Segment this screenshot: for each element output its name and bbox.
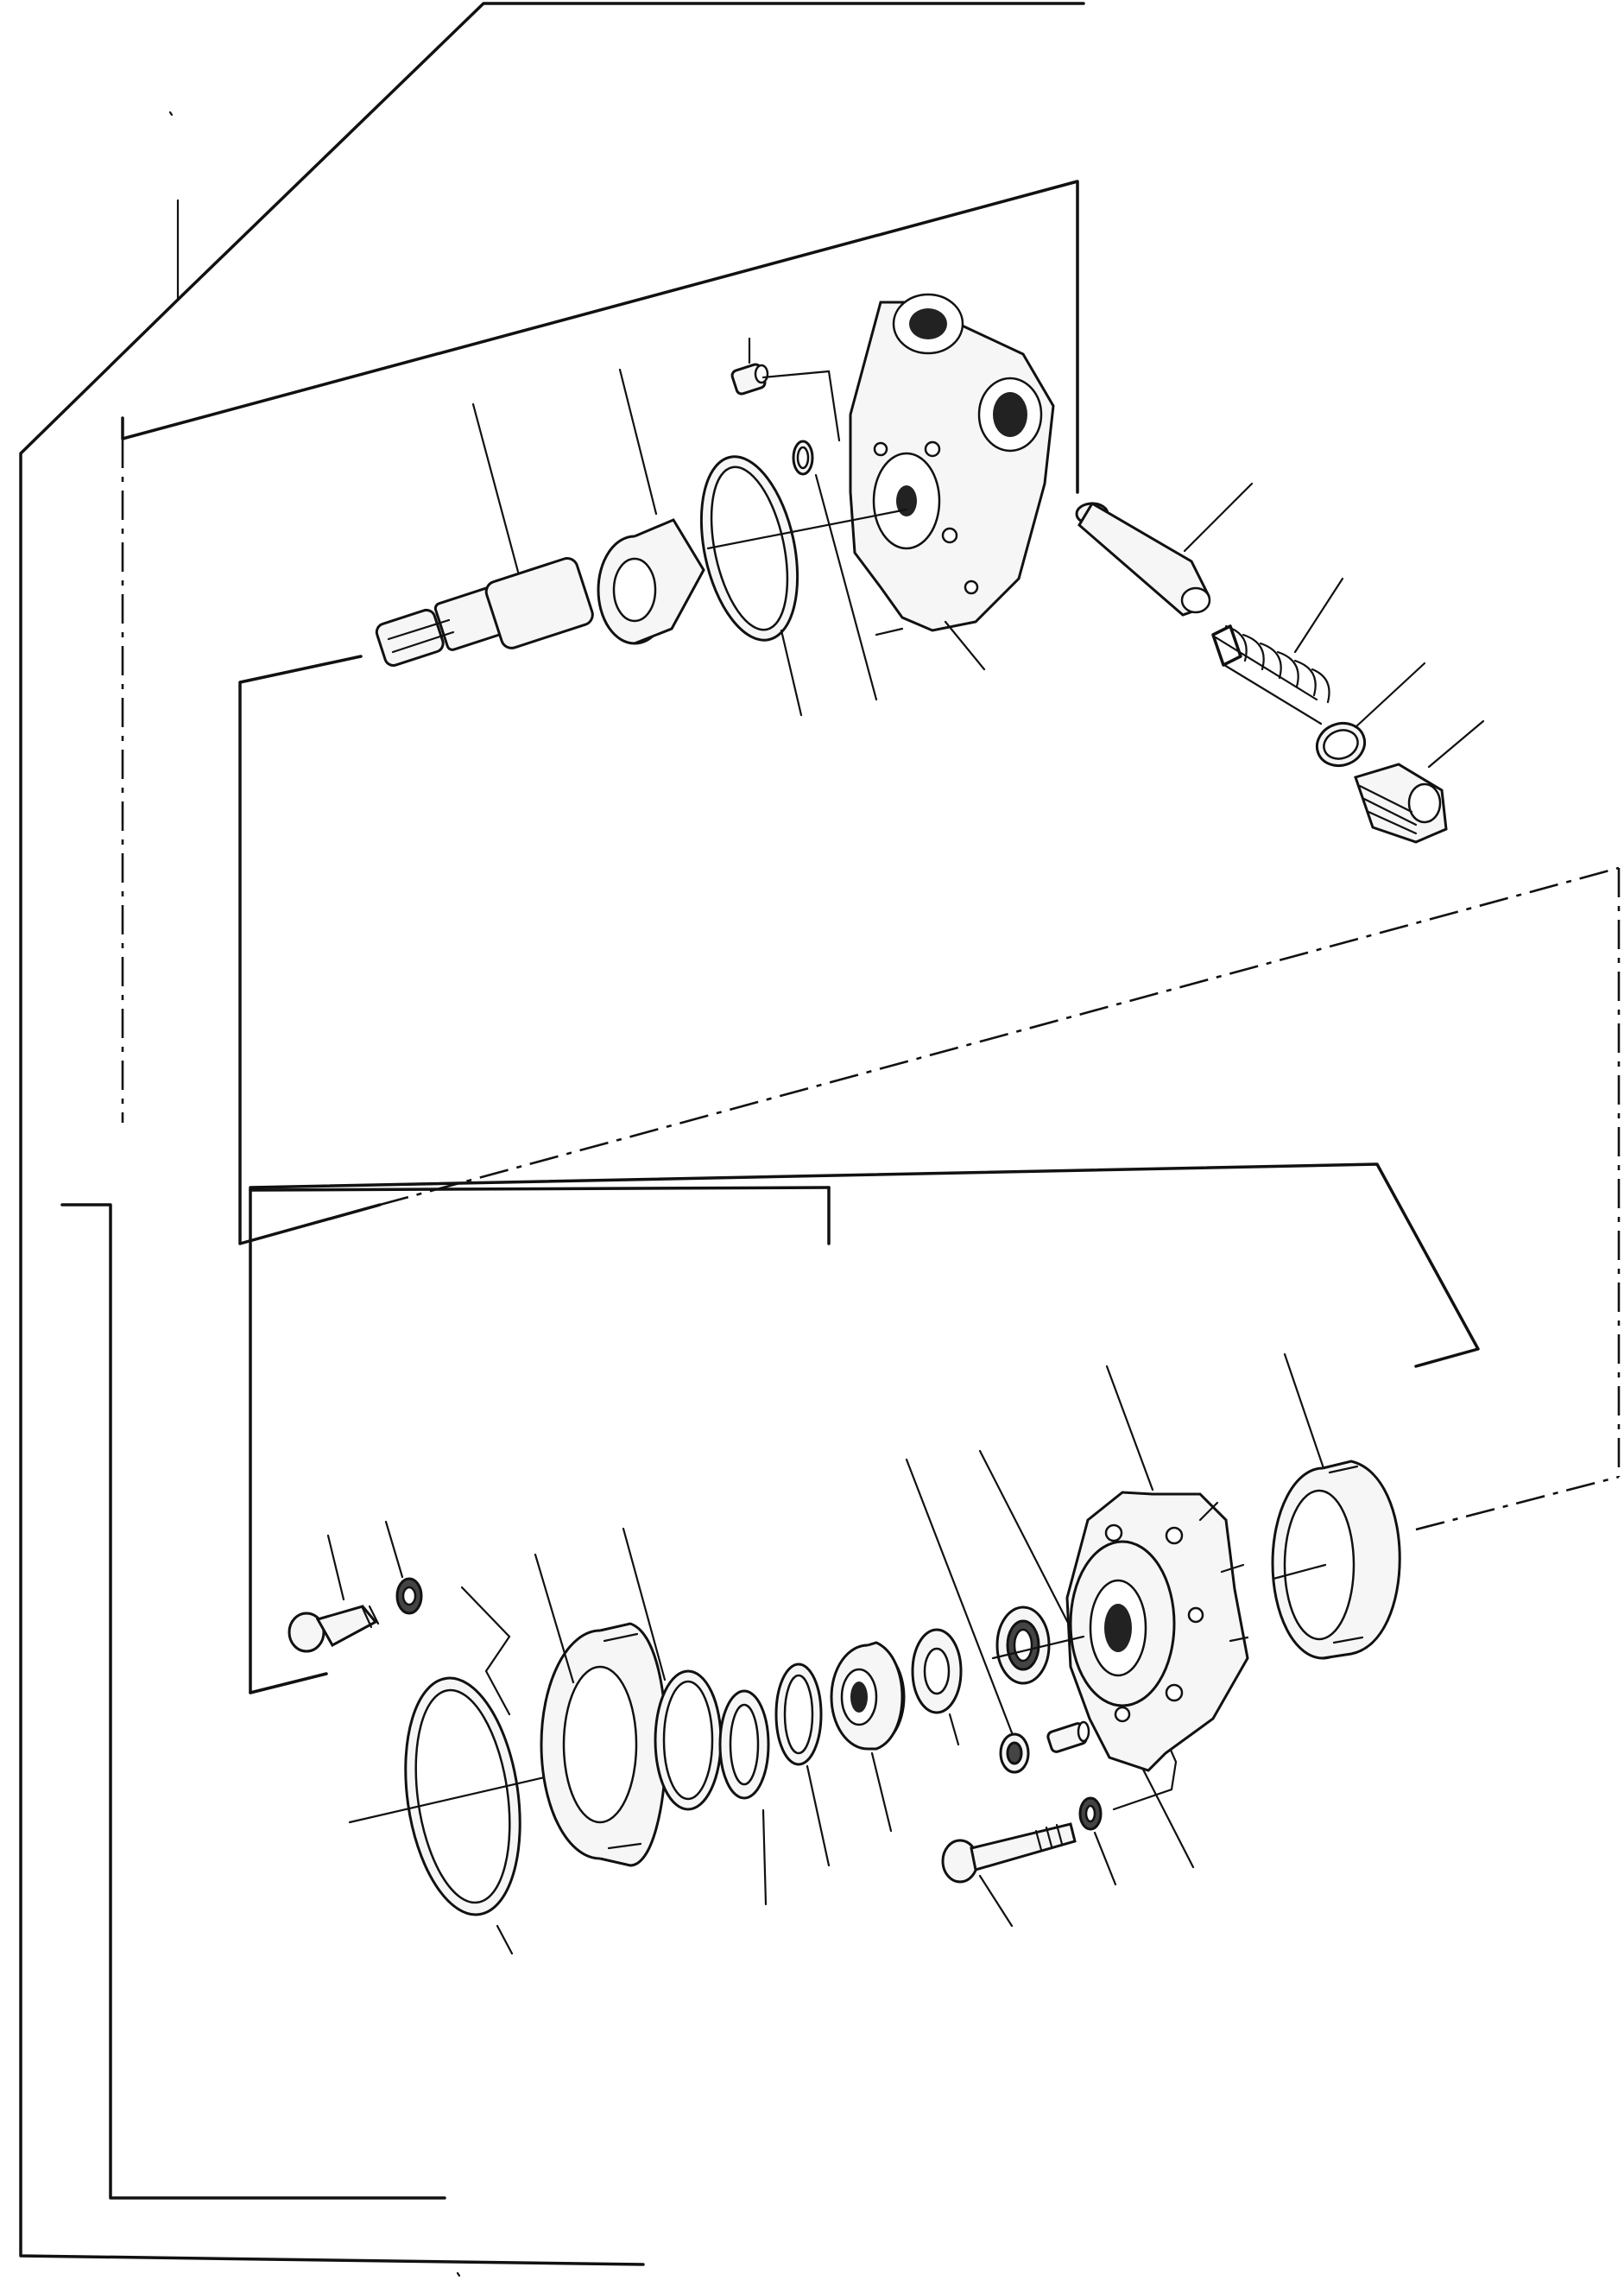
dowel-pin-axis: [761, 370, 841, 442]
upper-group-box: [121, 180, 1621, 1477]
leader-flange-ring: [1283, 1352, 1325, 1470]
leader-large-o-ring: [496, 1924, 514, 1955]
pump-cover-housing: [849, 293, 1055, 632]
leader-valve-spring: [1293, 577, 1344, 654]
leader-snap-ring-inner: [806, 1764, 831, 1867]
outer-bracket-lines: [19, 2, 1085, 2277]
valve-spring: [1211, 624, 1330, 725]
washer-lower: [1078, 1796, 1103, 1831]
leader-valve-spool: [1183, 482, 1254, 553]
snap-ring-inner: [774, 1662, 823, 1766]
leader-pump-body: [1105, 1365, 1154, 1492]
leader-pump-cover: [944, 620, 986, 671]
leader-valve-plug: [1427, 719, 1485, 769]
axis-seal: [991, 1635, 1085, 1660]
axis-lower-screw: [460, 1586, 511, 1716]
dowel-pin-lower: [1046, 1720, 1090, 1753]
leader-thrust-washer: [948, 1713, 960, 1746]
leader-rotor: [618, 368, 658, 516]
valve-plug: [1354, 763, 1448, 844]
valve-o-ring: [1315, 721, 1367, 768]
small-seal: [999, 1732, 1030, 1774]
dowel-pin: [730, 363, 769, 396]
shaft-seal: [995, 1606, 1051, 1685]
pump-body: [1065, 1491, 1249, 1772]
leader-snap-ring-outer: [622, 1527, 667, 1682]
leader-o-ring-small: [814, 473, 878, 701]
retaining-ring: [718, 1689, 770, 1800]
leader-washer-lower: [1093, 1831, 1117, 1886]
end-cap: [540, 1622, 667, 1867]
lock-washer: [395, 1577, 423, 1615]
leader-valve-o-ring: [1354, 662, 1426, 729]
cap-screw: [288, 1605, 380, 1653]
drive-shaft: [375, 557, 594, 667]
leader-shaft: [471, 402, 520, 573]
leader-seal-ring: [780, 629, 803, 717]
leader-long-bolt: [978, 1874, 1014, 1928]
leader-retaining-ring: [761, 1808, 768, 1906]
snap-ring-outer: [654, 1669, 723, 1811]
leader-shaft-seal: [905, 1458, 1019, 1748]
valve-spool: [1075, 501, 1211, 617]
lower-group-box: [249, 1162, 1620, 1694]
rotor-set: [597, 518, 705, 645]
mounting-flange-ring: [1271, 1460, 1401, 1660]
long-bolt: [941, 1822, 1077, 1884]
leader-end-cap: [534, 1553, 575, 1684]
leader-ball-bearing: [870, 1751, 893, 1833]
axis-housing-upper: [875, 627, 904, 636]
axis-large-o-ring: [348, 1769, 576, 1824]
housing-axis: [706, 508, 908, 550]
seal-ring: [699, 455, 799, 642]
ball-bearing: [830, 1641, 906, 1751]
o-ring-small: [792, 440, 814, 476]
leader-lock-washer: [384, 1520, 404, 1579]
leader-cap-screw: [326, 1534, 345, 1601]
axis-flange-ring: [1272, 1563, 1327, 1580]
thrust-washer: [911, 1628, 963, 1714]
